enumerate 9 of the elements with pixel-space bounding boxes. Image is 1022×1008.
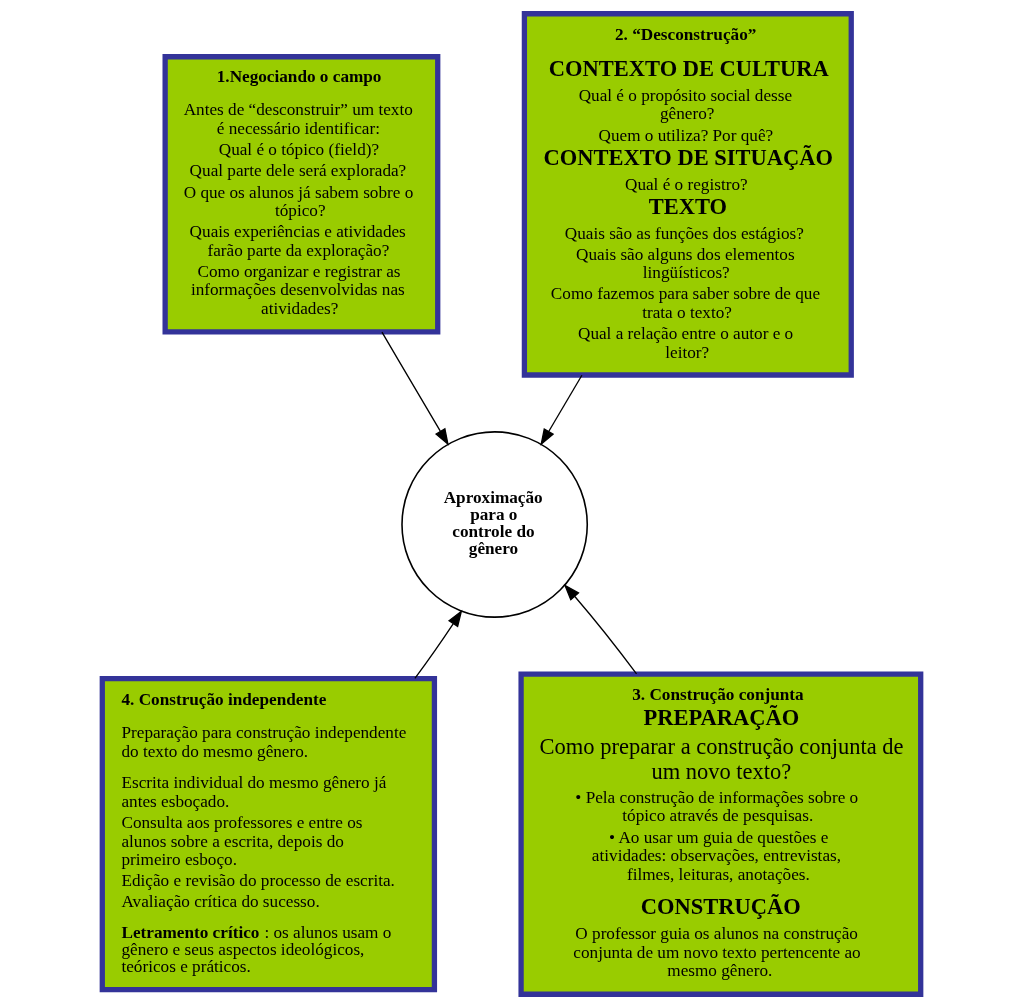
arrow [413,609,462,680]
node-box: 2. “Desconstrução” CONTEXTO DE CULTURA Qual é o propósito social desse gênero? Quem o utiliza? Por quê? CONTEXTO DE SITUAÇÃO Qual é o registro? TEXTO Quais são as funções dos estágios? Quais são alguns dos elementos lingüísticos? Como fazemos para saber sobre de que trata o texto? Qual a relação entre o autor e o leitor? [521,11,854,378]
arrow [539,374,583,446]
node-box: 3. Construção conjunta PREPARAÇÃO Como preparar a construção conjunta de um novo texto? • Pela construção de informações sobre o tópico através de pesquisas. • Ao usar um guia de questões e atividades: observações, entrevistas, filmes, leituras, anotações. CONSTRUÇÃO O professor guia os alunos na construção conjunta de um novo texto pertencente ao mesmo gênero. [517,671,923,997]
node-circle: Aproximação para o controle do gênero [400,431,588,618]
arrow [563,583,637,675]
node-box: 1.Negociando o campo Antes de “desconstruir” um texto é necessário identificar: Qual é o tópico (field)? Qual parte dele será explorada? O que os alunos já sabem sobre o tópico? Quais experiências e atividades farão parte da exploração? Como organizar e registrar as informações desenvolvidas nas atividades? [162,54,440,335]
arrow [380,331,449,446]
node-box: 4. Construção independente Preparação para construção independente do texto do mesmo gênero. Escrita individual do mesmo gênero já antes esboçado. Consulta aos professores e entre os alunos sobre a escrita, depois do primeiro esboço. Edição e revisão do processo de escrita. Avaliação crítica do sucesso. Letramento crítico: os alunos usam o gênero e seus aspectos ideológicos, teóricos e práticos. [99,676,437,993]
